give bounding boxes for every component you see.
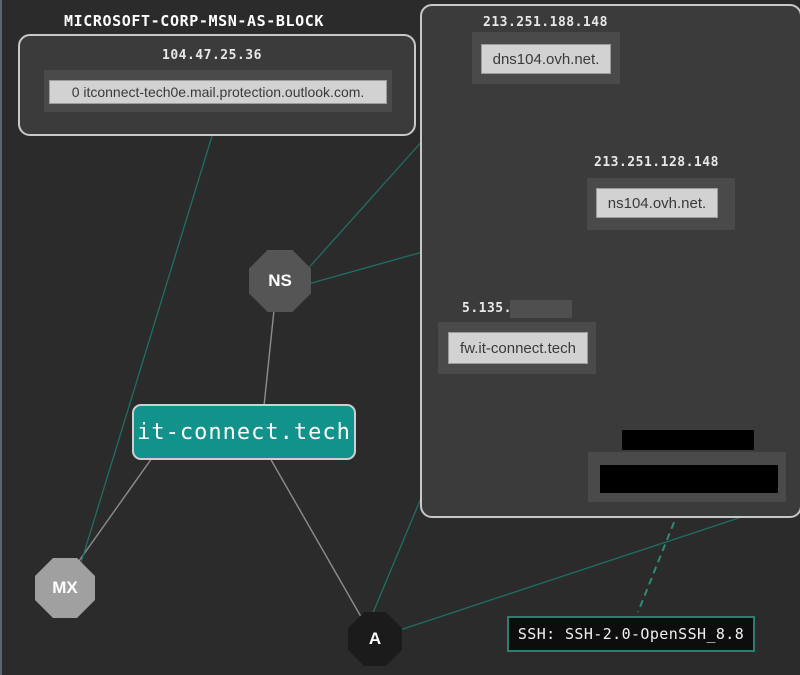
host-chip-redaction-unknown <box>600 465 778 493</box>
host-chip-fw[interactable]: fw.it-connect.tech <box>448 332 588 364</box>
domain-node-it-connect-tech[interactable]: it-connect.tech <box>132 404 356 460</box>
ssh-banner-box[interactable]: SSH: SSH-2.0-OpenSSH_8.8 <box>507 616 755 652</box>
edge-domain-mx <box>73 457 153 569</box>
host-chip-dns104[interactable]: dns104.ovh.net. <box>481 44 611 74</box>
as-panel-title-microsoft: MICROSOFT-CORP-MSN-AS-BLOCK <box>64 12 325 30</box>
record-node-a[interactable]: A <box>348 612 402 666</box>
host-ip-outlook-mx: 104.47.25.36 <box>162 48 262 63</box>
host-ip-ns104: 213.251.128.148 <box>594 155 719 170</box>
edge-domain-ns <box>263 309 275 407</box>
edge-domain-a <box>269 457 365 623</box>
record-node-ns[interactable]: NS <box>249 250 311 312</box>
host-ip-dns104: 213.251.188.148 <box>483 15 608 30</box>
host-chip-ns104[interactable]: ns104.ovh.net. <box>596 188 718 218</box>
record-node-mx[interactable]: MX <box>35 558 95 618</box>
host-chip-outlook-mx[interactable]: 0 itconnect-tech0e.mail.protection.outlo… <box>49 80 387 104</box>
host-ip-fw: 5.135. <box>462 301 512 316</box>
host-ip-redaction-unknown <box>622 430 754 450</box>
host-ip-redaction-fw <box>510 300 572 318</box>
edge-mx-outlook <box>79 109 221 567</box>
